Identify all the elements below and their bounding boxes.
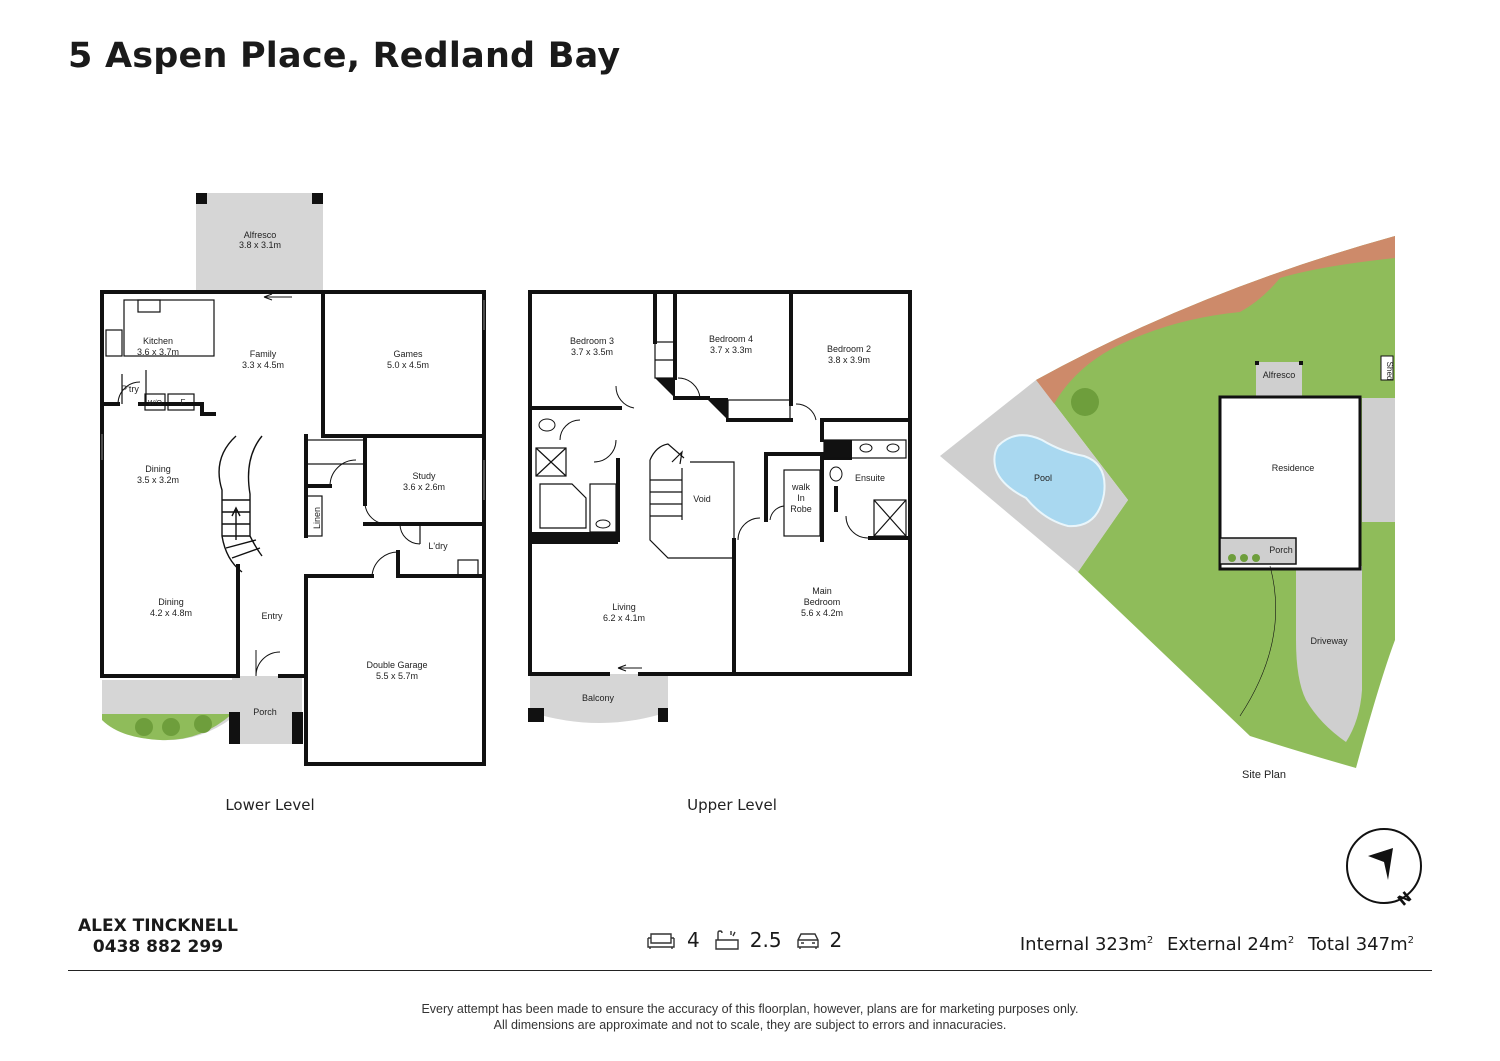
pool	[993, 434, 1106, 528]
svg-text:Driveway: Driveway	[1310, 636, 1348, 646]
alfresco-area	[196, 193, 323, 293]
bath-icon	[715, 930, 739, 950]
bathrooms-feature: 2.5	[714, 928, 782, 952]
driveway	[1296, 566, 1362, 742]
agent-contact: ALEX TINCKNELL 0438 882 299	[78, 916, 238, 958]
internal-area: Internal 323m2	[1019, 934, 1154, 955]
disclaimer-line-1: Every attempt has been made to ensure th…	[421, 1002, 1079, 1016]
site-plan: Pool Alfresco Shed Residence Porch Drive…	[940, 236, 1395, 768]
svg-text:Linen: Linen	[312, 507, 322, 529]
lower-level-label: Lower Level	[225, 796, 314, 814]
sofa-icon	[647, 933, 675, 949]
area-summary: Internal 323m2 External 24m2 Total 347m2	[1012, 934, 1414, 955]
bedrooms-feature: 4	[645, 928, 700, 952]
svg-text:Pool: Pool	[1034, 473, 1052, 483]
svg-text:Void: Void	[693, 494, 711, 504]
svg-text:Porch: Porch	[253, 707, 277, 717]
cars-feature: 2	[796, 928, 843, 952]
property-features: 4 2.5 2	[645, 926, 856, 954]
footer-divider	[68, 970, 1432, 971]
total-area: Total 347m2	[1307, 934, 1414, 955]
disclaimer: Every attempt has been made to ensure th…	[0, 1001, 1500, 1033]
bathrooms-count: 2.5	[749, 928, 782, 952]
shed	[1380, 355, 1394, 381]
disclaimer-line-2: All dimensions are approximate and not t…	[493, 1018, 1007, 1032]
svg-text:Porch: Porch	[1269, 545, 1293, 555]
svg-text:Alfresco: Alfresco	[1263, 370, 1296, 380]
agent-name: ALEX TINCKNELL	[78, 916, 238, 936]
garden-bed	[1036, 236, 1395, 404]
svg-text:L'dry: L'dry	[428, 541, 448, 551]
site-plan-label: Site Plan	[1242, 769, 1286, 781]
cars-count: 2	[829, 928, 843, 952]
porch-area	[232, 676, 302, 744]
compass-icon: N	[1346, 828, 1422, 910]
svg-text:Entry: Entry	[261, 611, 283, 621]
svg-text:F: F	[181, 398, 186, 407]
bedrooms-count: 4	[687, 928, 700, 952]
balcony-area	[530, 674, 668, 723]
svg-text:Bedroom 33.7 x 3.5m: Bedroom 33.7 x 3.5m	[570, 336, 614, 357]
svg-text:Bedroom 23.8 x 3.9m: Bedroom 23.8 x 3.9m	[827, 344, 871, 365]
upper-level-label: Upper Level	[687, 796, 777, 814]
svg-text:W/O: W/O	[148, 400, 163, 407]
svg-text:Bedroom 43.7 x 3.3m: Bedroom 43.7 x 3.3m	[709, 334, 753, 355]
page-title: 5 Aspen Place, Redland Bay	[68, 36, 621, 76]
svg-text:Residence: Residence	[1272, 463, 1315, 473]
site-alfresco	[1256, 362, 1302, 396]
svg-text:P'try: P'try	[121, 384, 139, 394]
agent-phone: 0438 882 299	[92, 937, 224, 957]
external-area: External 24m2	[1166, 934, 1295, 955]
svg-text:Ensuite: Ensuite	[855, 473, 885, 483]
svg-text:Shed: Shed	[1385, 362, 1394, 381]
car-icon	[796, 933, 819, 949]
svg-text:Balcony: Balcony	[582, 693, 615, 703]
